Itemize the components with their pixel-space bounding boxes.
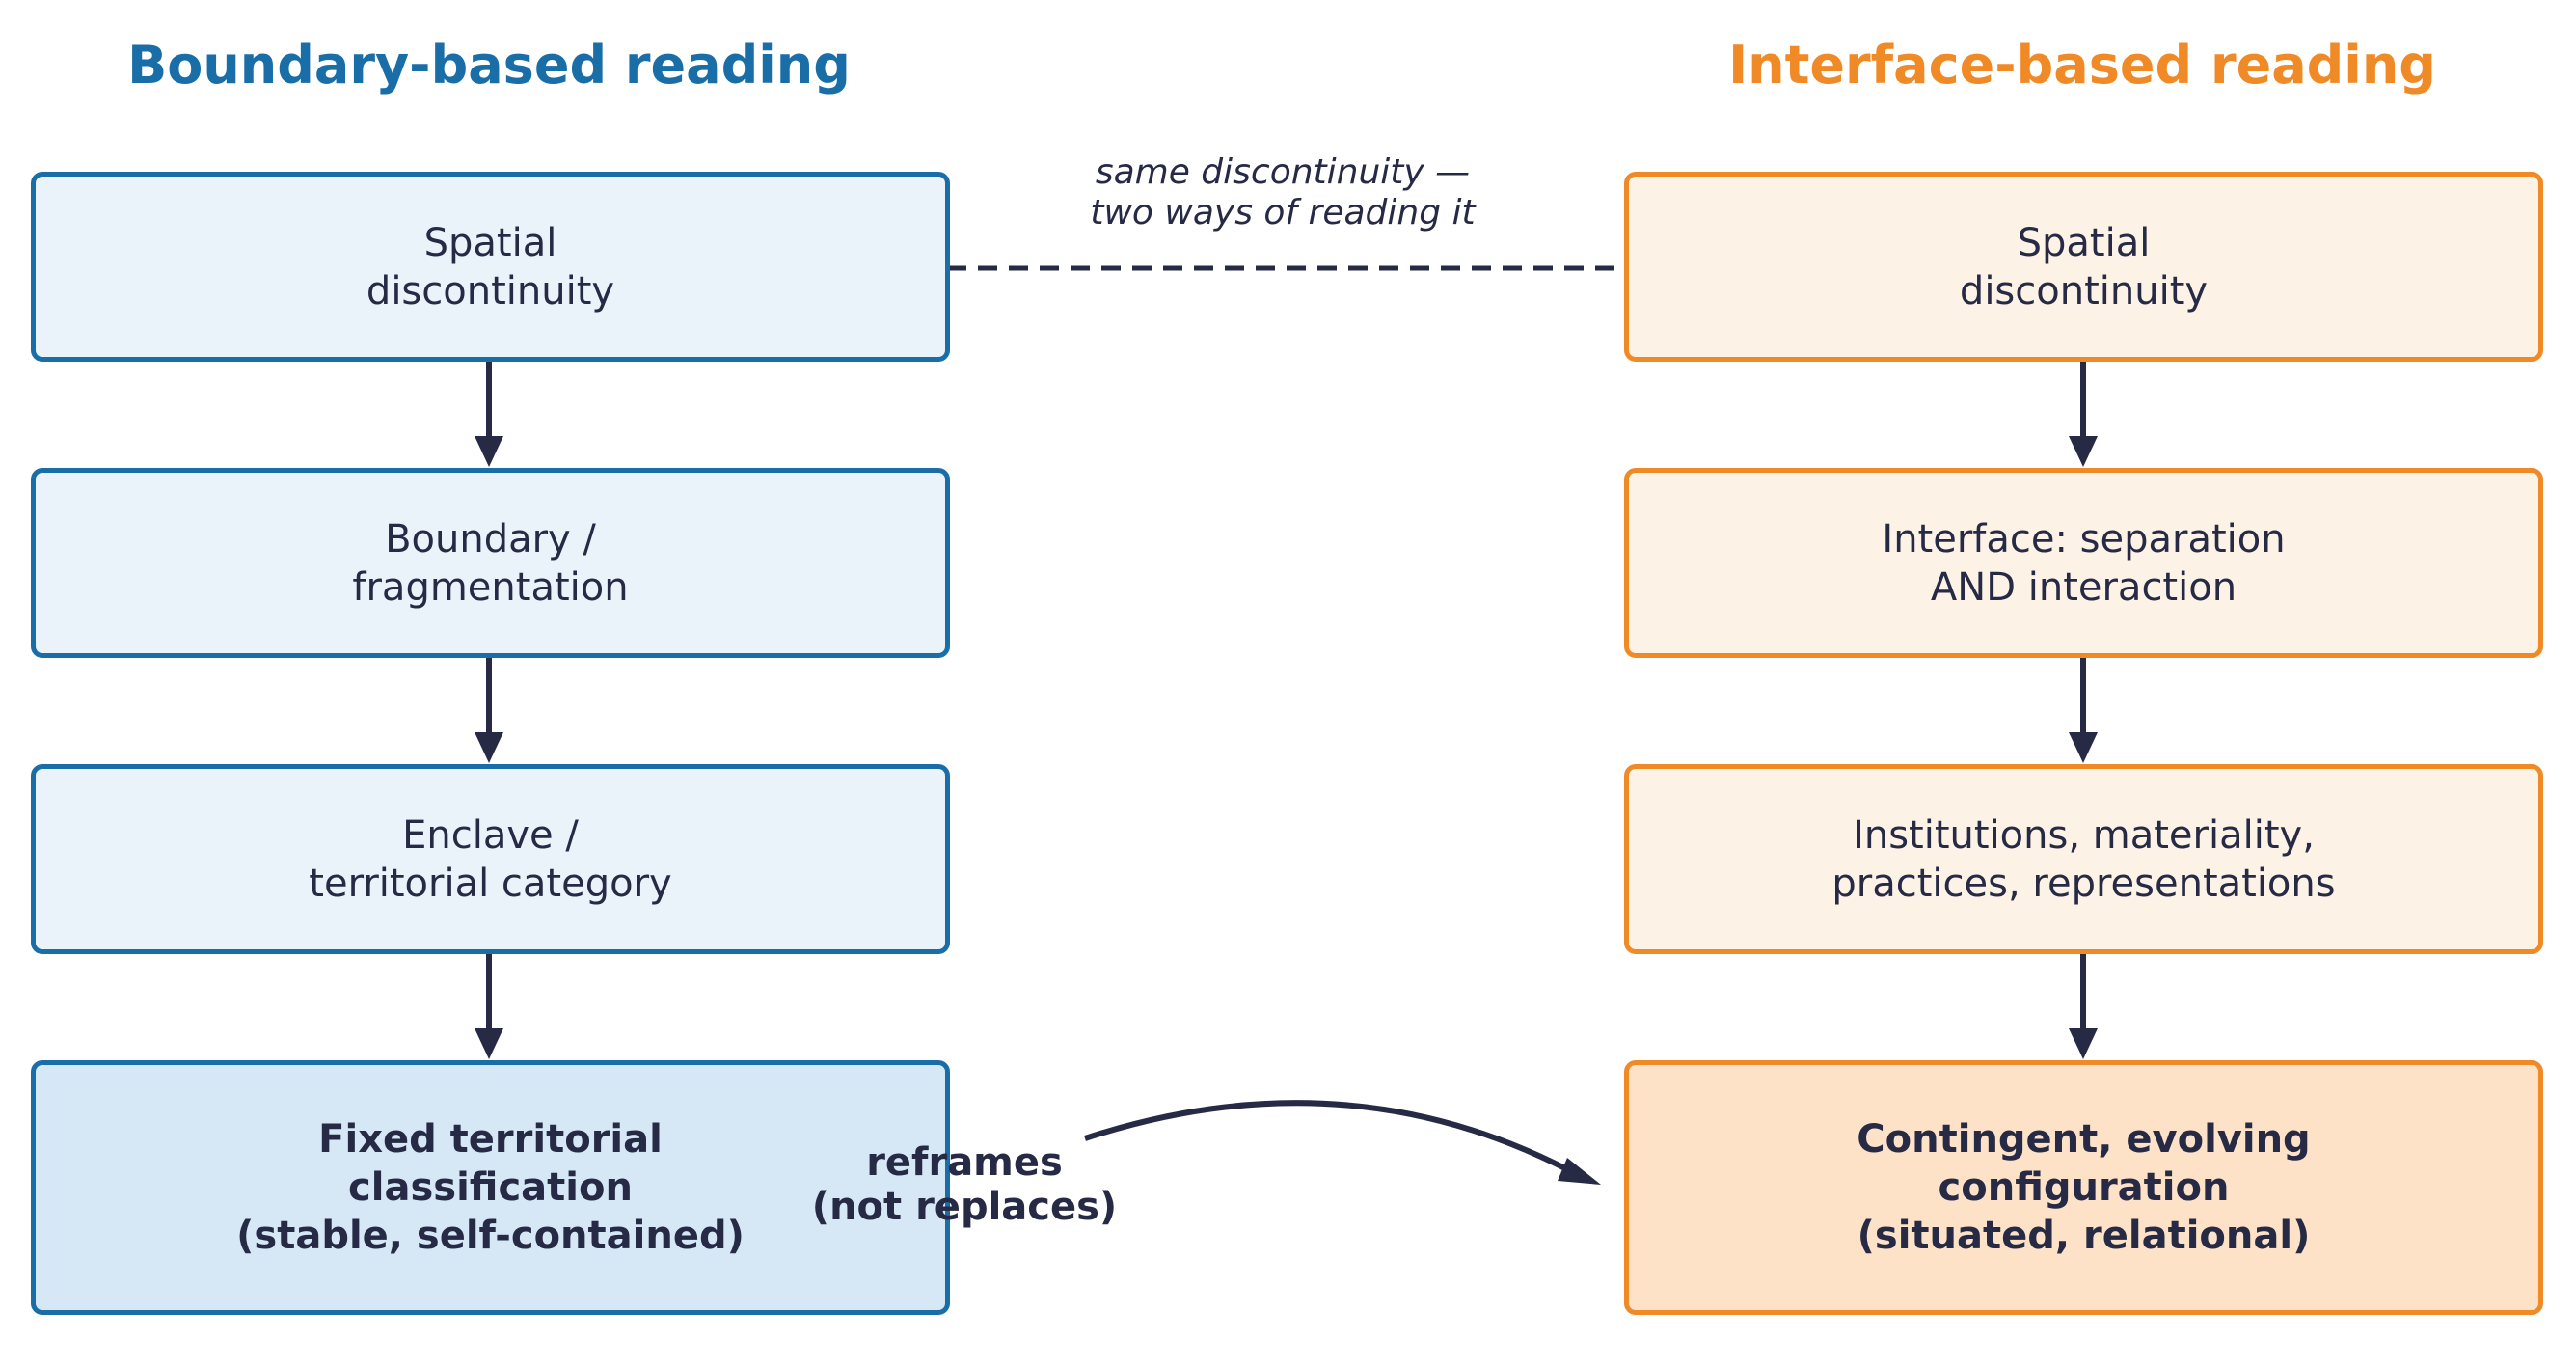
right-box-3-line-1: Institutions, materiality, bbox=[1853, 812, 2315, 858]
left-box-1-line-2: discontinuity bbox=[366, 268, 615, 314]
right-box-3: Institutions, materiality, practices, re… bbox=[1624, 764, 2543, 954]
left-box-4-line-2: classification bbox=[348, 1165, 633, 1210]
left-box-1: Spatial discontinuity bbox=[31, 172, 950, 362]
right-box-3-line-2: practices, representations bbox=[1831, 861, 2336, 906]
right-box-2: Interface: separation AND interaction bbox=[1624, 468, 2543, 658]
left-arrowhead-3 bbox=[475, 1028, 503, 1059]
left-box-3-line-1: Enclave / bbox=[402, 812, 579, 858]
left-box-2-line-2: fragmentation bbox=[352, 564, 629, 610]
left-box-4-line-1: Fixed territorial bbox=[318, 1117, 663, 1162]
left-box-1-line-1: Spatial bbox=[423, 220, 557, 265]
right-box-1: Spatial discontinuity bbox=[1624, 172, 2543, 362]
left-box-3: Enclave / territorial category bbox=[31, 764, 950, 954]
right-box-4: Contingent, evolving configuration (situ… bbox=[1624, 1060, 2543, 1315]
left-column-heading: Boundary-based reading bbox=[127, 35, 851, 96]
left-box-4: Fixed territorial classification (stable… bbox=[31, 1060, 950, 1315]
right-arrowhead-2 bbox=[2069, 732, 2098, 763]
right-box-1-line-1: Spatial bbox=[2017, 220, 2151, 265]
left-arrowhead-2 bbox=[475, 732, 503, 763]
left-box-2: Boundary / fragmentation bbox=[31, 468, 950, 658]
right-box-2-line-2: AND interaction bbox=[1930, 564, 2237, 610]
right-box-4-line-3: (situated, relational) bbox=[1857, 1214, 2311, 1258]
reframe-arrowhead bbox=[1558, 1158, 1601, 1185]
right-box-4-line-1: Contingent, evolving bbox=[1857, 1117, 2311, 1162]
reframe-label-line-1: reframes bbox=[866, 1140, 1063, 1185]
reframe-arrow bbox=[1084, 1100, 1584, 1180]
right-arrowhead-3 bbox=[2069, 1028, 2098, 1059]
right-box-1-line-2: discontinuity bbox=[1959, 268, 2209, 314]
link-note: same discontinuity — two ways of reading… bbox=[1022, 152, 1543, 233]
link-note-line-2: two ways of reading it bbox=[1090, 193, 1476, 233]
right-arrowhead-1 bbox=[2069, 436, 2098, 467]
left-arrowhead-1 bbox=[475, 436, 503, 467]
right-column-heading: Interface-based reading bbox=[1728, 35, 2436, 96]
right-box-4-line-2: configuration bbox=[1938, 1165, 2230, 1210]
link-note-line-1: same discontinuity — bbox=[1095, 152, 1471, 192]
left-box-4-line-3: (stable, self-contained) bbox=[236, 1214, 745, 1258]
left-box-3-line-2: territorial category bbox=[309, 861, 672, 906]
reframe-label: reframes (not replaces) bbox=[772, 1140, 1157, 1229]
reframe-label-line-2: (not replaces) bbox=[811, 1185, 1118, 1229]
left-box-2-line-1: Boundary / bbox=[385, 516, 596, 561]
right-box-2-line-1: Interface: separation bbox=[1882, 516, 2286, 561]
